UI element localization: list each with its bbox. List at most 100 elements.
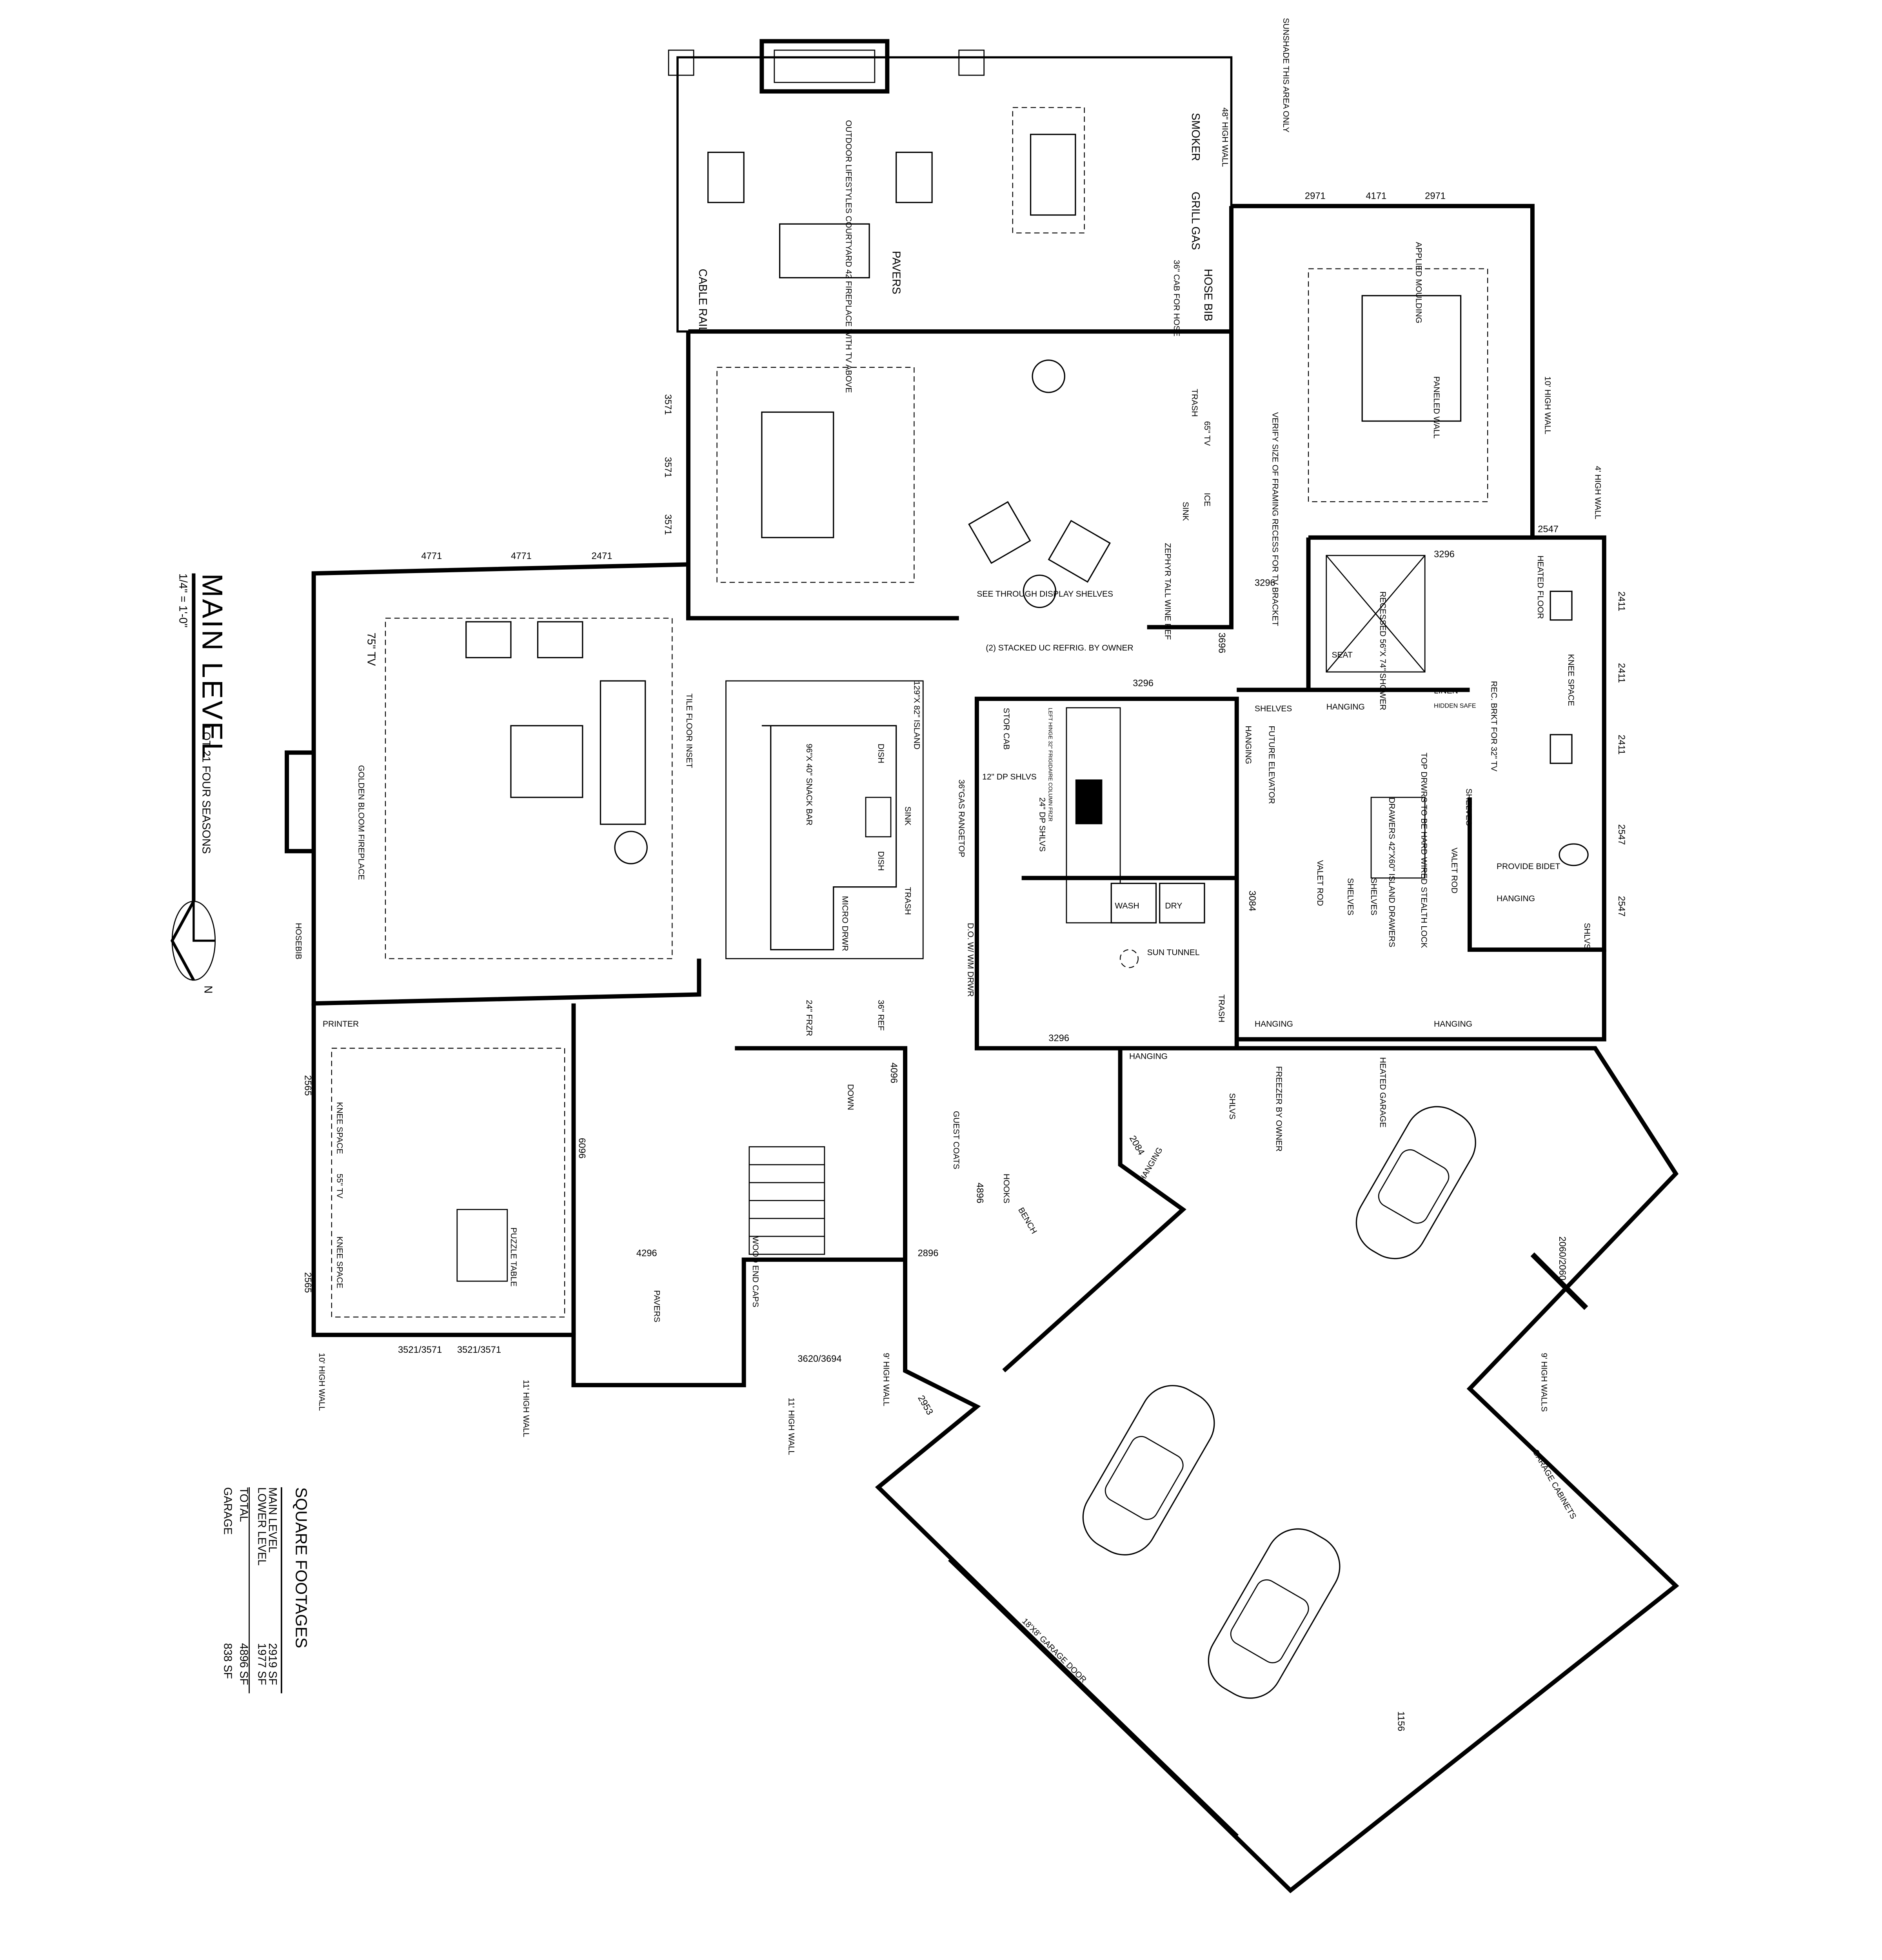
dimension: 2084 [1127,1134,1147,1157]
side-table [1032,359,1066,393]
dining-table [761,411,834,538]
label-smoker: SMOKER [1189,113,1202,161]
label-laundry-trash: TRASH [1217,995,1226,1022]
coffee-table [510,725,583,798]
label-shelves: SHELVES [1369,878,1378,915]
sf-row-value: 4896 SF [238,1643,250,1685]
dimension: 2411 [1616,663,1627,683]
label-island: 129"X 82" ISLAND [912,681,921,750]
label-hosebib: HOSEBIB [294,923,303,959]
washer [1110,882,1157,924]
label-sunshade: SUNSHADE THIS AREA ONLY [1281,18,1290,132]
label-shelves: SHLVS [1582,923,1591,949]
sun-tunnel-icon [1119,949,1139,968]
dimension: 2411 [1616,735,1627,755]
label-12-dp-shelves: 12" DP SHLVS [982,772,1037,781]
dimension: 3620/3694 [797,1354,841,1364]
label-hose-bib: HOSE BIB [1202,269,1214,321]
label-shelves: SHELVES [1255,704,1292,713]
dimension: 3571 [663,514,673,535]
dimension: 2547 [1616,824,1627,845]
sf-row-label: TOTAL [238,1487,250,1522]
dimension: 3296 [1255,578,1275,588]
sofa [779,223,870,279]
square-footages-table: SQUARE FOOTAGES MAIN LEVEL 2919 SF LOWER… [222,1487,310,1693]
stairs [748,1146,825,1255]
label-garage-door: 18'X8' GARAGE DOOR [1020,1617,1088,1684]
project-name: LOT 21 FOUR SEASONS [200,726,213,854]
vanity-sink [1550,734,1573,764]
label-dow-drawer: D.O. W/ WM DRWR [966,923,975,997]
north-label: N [202,985,214,993]
label-applied-moulding: APPLIED MOULDING [1414,242,1423,323]
label-sun-tunnel: SUN TUNNEL [1147,948,1200,957]
label-bar-trash: TRASH [1190,389,1199,417]
label-dish: DISH [876,851,885,871]
north-arrow-icon [170,900,216,981]
dimension: 4896 [974,1183,985,1203]
label-24-frzr: 24" FRZR [805,1000,814,1036]
tile-floor-inset [725,680,924,959]
label-see-through: SEE THROUGH DISPLAY SHELVES [977,590,1113,599]
dimension: 2896 [918,1248,939,1258]
label-wash: WASH [1115,902,1139,911]
rangetop-icon [1075,779,1103,824]
dimension: 2471 [592,551,612,561]
kitchen-island [761,725,897,951]
label-pavers: PAVERS [890,251,903,294]
car-icon [1082,1385,1215,1555]
label-down: DOWN [846,1084,855,1110]
dryer [1159,882,1205,924]
label-rec-brkt: REC. BRKT FOR 32" TV [1489,681,1498,771]
label-grill: GRILL GAS [1189,192,1202,250]
sofa [599,680,646,825]
outdoor-dining-rug [1012,107,1085,234]
dimension: 4096 [888,1063,899,1083]
label-65-tv: 65" TV [1203,421,1212,446]
dimension: 2953 [916,1394,935,1417]
closet-island [1370,797,1426,879]
dimension: 2060/2060 [1557,1236,1568,1280]
dimension: 1156 [1396,1711,1406,1731]
dimension: 2411 [1616,591,1627,611]
label-rangetop: 36"GAS RANGETOP [957,779,966,857]
dimension: 2565 [302,1272,313,1293]
dimension: 2971 [1425,191,1446,201]
sf-row-value: 838 SF [222,1643,234,1679]
side-table [614,831,648,864]
dimension: 3696 [1217,633,1227,653]
courtyard-outline [676,56,1233,333]
label-paneled-wall: PANELED WALL [1432,376,1441,439]
label-seat: SEAT [1332,651,1352,660]
label-24-dp-shelves: 24" DP SHLVS [1037,797,1046,852]
office-rug [331,1047,565,1318]
label-11-high-wall: 11' HIGH WALL [787,1397,796,1455]
dimension: 3521/3571 [457,1345,501,1355]
side-table [1023,574,1057,608]
label-entry-pavers: PAVERS [652,1290,661,1322]
label-9-high-walls: 9' HIGH WALLS [1539,1353,1548,1412]
label-hidden-safe: HIDDEN SAFE [1434,703,1476,710]
label-valet-rod: VALET ROD [1315,860,1324,906]
sf-row-value: 2919 SF [266,1643,279,1685]
bed [1361,295,1462,422]
label-linen: LINEN [1434,686,1458,695]
label-shelves: SHELVES [1346,878,1355,915]
dimension: 2565 [302,1075,313,1096]
floor-plan: MAIN LEVEL 1/4" = 1'-0" LOT 21 FOUR SEAS… [170,18,1679,1893]
dimension: 4296 [636,1248,657,1258]
lounge-chair [896,151,933,203]
label-sink: SINK [903,806,912,826]
shower [1326,555,1426,673]
car-icon [1355,1106,1476,1259]
label-hanging: HANGING [1129,1052,1168,1061]
label-shelves-mud: SHLVS [1228,1093,1237,1119]
dimension: 3296 [1048,1033,1069,1044]
label-11-high-wall: 11' HIGH WALL [521,1380,530,1437]
label-hanging: HANGING [1326,702,1365,711]
dimension: 3296 [1133,678,1154,689]
title-block: MAIN LEVEL 1/4" = 1'-0" LOT 21 FOUR SEAS… [170,573,228,994]
label-outdoor-fireplace: OUTDOOR LIFESTYLES COURTYARD 42 FIREPLAC… [844,120,853,393]
label-hanging: HANGING [1255,1020,1293,1029]
label-micro-drawer: MICRO DRWR [841,896,850,951]
